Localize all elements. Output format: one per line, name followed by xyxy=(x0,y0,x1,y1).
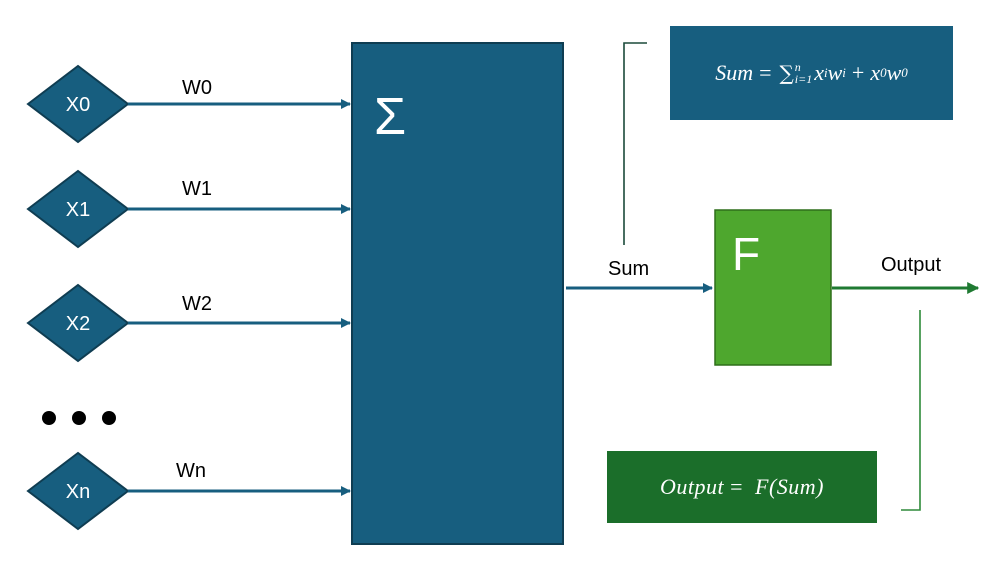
ellipsis xyxy=(42,411,116,425)
output-edge-label: Output xyxy=(881,254,941,276)
sum-edge-label: Sum xyxy=(608,258,649,280)
output-formula-eq: = xyxy=(730,474,744,499)
input-node-x2: X2 xyxy=(26,283,130,363)
input-node-x0: X0 xyxy=(26,64,130,144)
output-formula-lhs: Output xyxy=(659,474,725,499)
output-formula-bracket xyxy=(901,310,921,511)
sigma-symbol: Σ xyxy=(374,88,406,146)
sum-formula-w0-sub: 0 xyxy=(901,65,908,80)
output-formula: Output = F(Sum) xyxy=(607,451,877,523)
sum-formula-upper: n xyxy=(794,60,801,74)
input-label-x1: X1 xyxy=(66,199,90,221)
activation-node: F xyxy=(714,209,832,366)
activation-label: F xyxy=(732,228,760,280)
sum-formula-lhs: Sum xyxy=(715,60,754,85)
sum-formula-bracket xyxy=(623,42,647,245)
sum-formula-sigma: ∑ xyxy=(779,61,794,85)
sum-formula-w: w xyxy=(827,60,843,85)
sum-formula-eq: = xyxy=(759,60,772,85)
input-label-x0: X0 xyxy=(66,94,90,116)
sum-formula-lower: i=1 xyxy=(794,72,813,86)
weight-label-w0: W0 xyxy=(182,77,212,99)
sum-formula-plus: + xyxy=(851,60,865,85)
input-label-xn: Xn xyxy=(66,481,90,503)
sum-formula-w0: w xyxy=(886,60,902,85)
input-label-x2: X2 xyxy=(66,313,90,335)
weight-label-w1: W1 xyxy=(182,178,212,200)
weight-label-wn: Wn xyxy=(176,460,206,482)
output-formula-box xyxy=(607,451,877,523)
sum-formula-x0: x xyxy=(870,60,881,85)
output-formula-rhs: F(Sum) xyxy=(755,474,825,499)
sigma-operator: ∑ n i=1 xyxy=(780,61,813,85)
input-node-x1: X1 xyxy=(26,169,130,249)
weight-label-w2: W2 xyxy=(182,293,212,315)
input-node-xn: Xn xyxy=(26,451,130,531)
sum-formula-x: x xyxy=(814,60,824,85)
sum-formula-w-sub: i xyxy=(842,65,846,80)
sum-formula-x-sub: i xyxy=(823,65,828,80)
sum-formula-x0-sub: 0 xyxy=(880,65,887,80)
summation-node: Σ xyxy=(351,42,564,545)
sum-formula-box xyxy=(670,26,953,120)
